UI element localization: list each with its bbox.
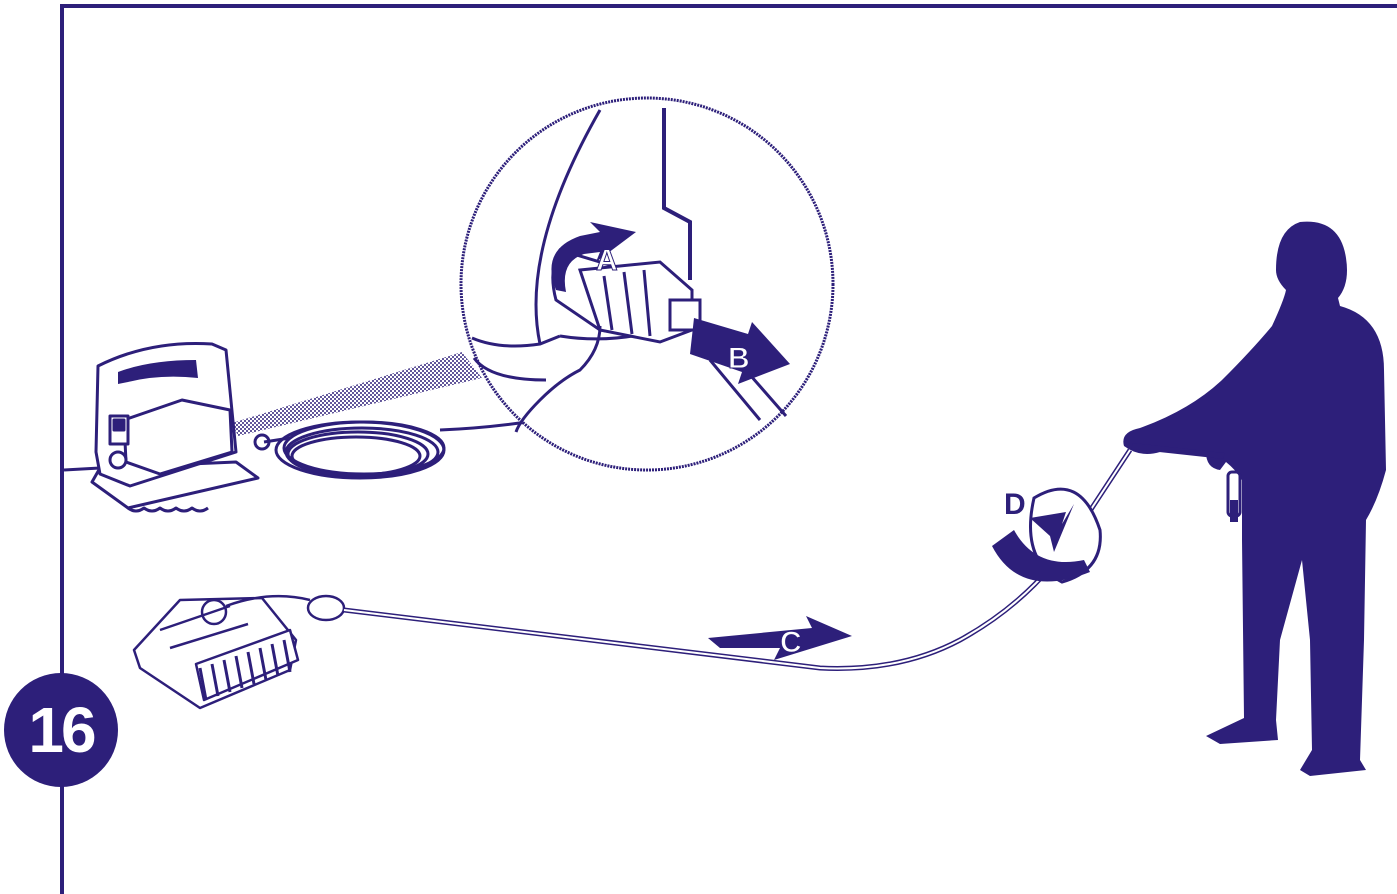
swivel-cup: [992, 487, 1102, 584]
magnifier-detail-icon: [459, 96, 835, 472]
frame-left-border: [60, 4, 64, 894]
person-silhouette-icon: [1123, 221, 1386, 777]
callout-a-label: A: [596, 244, 618, 277]
step-number-badge: 16: [4, 673, 118, 787]
callout-d-label: D: [1004, 488, 1026, 521]
callout-b-label: B: [728, 342, 750, 375]
arrow-c: [708, 616, 852, 660]
coiled-cable: [263, 418, 541, 480]
power-supply-unit-icon: [63, 342, 271, 513]
callout-c-label: C: [780, 626, 802, 659]
zoom-beam: [232, 352, 482, 436]
pool-cleaner-robot-icon: [132, 594, 346, 710]
frame-top-border: [60, 4, 1397, 8]
